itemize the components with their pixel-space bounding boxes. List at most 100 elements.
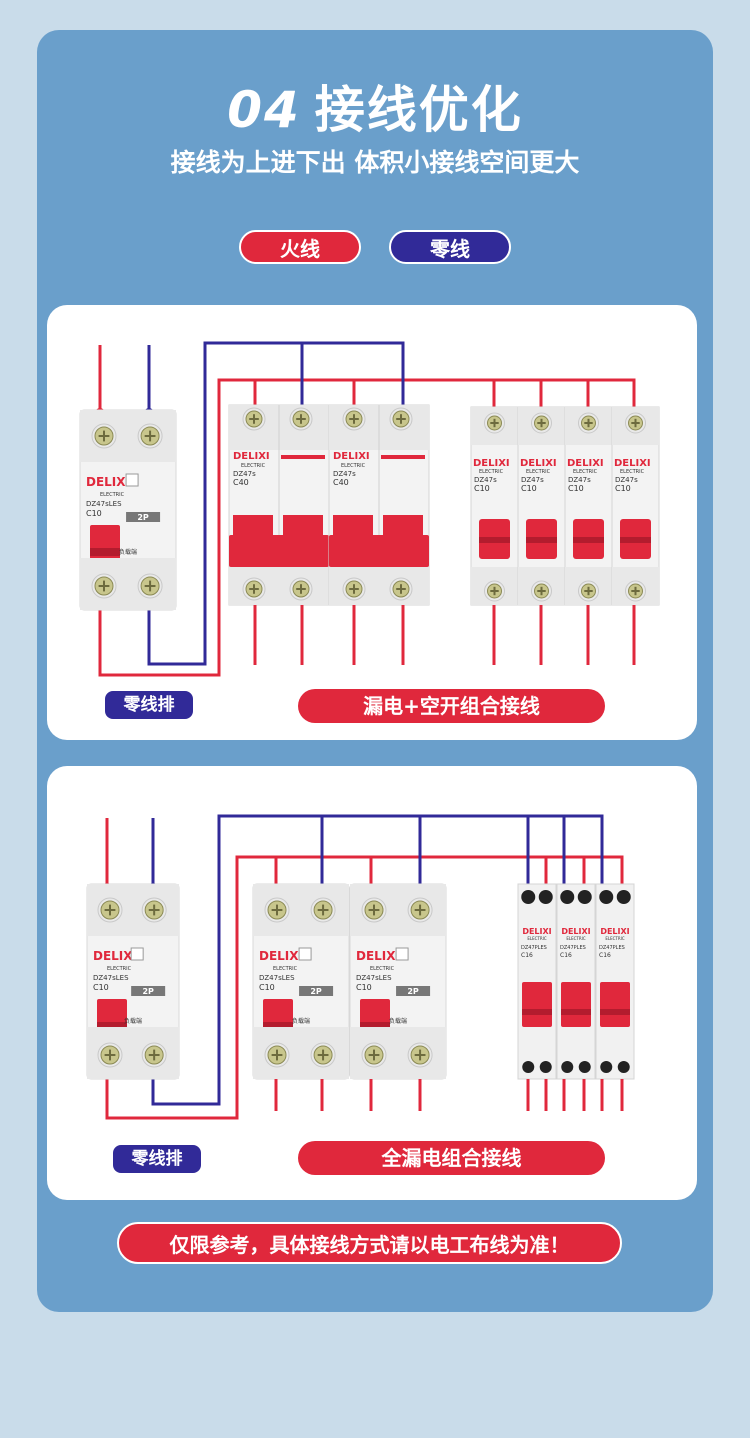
rcbo-cert-mark xyxy=(125,473,139,487)
rcbo-brand-sub: ELECTRIC xyxy=(107,966,132,972)
rcbo-brand: DELIXI xyxy=(86,475,130,489)
slim-rcbo-0-handle xyxy=(522,982,552,1027)
rcbo-brand-sub: ELECTRIC xyxy=(100,492,125,498)
rcbo-c-handle-ridge xyxy=(360,1022,390,1030)
mcb-1p-2-brand: DELIXI xyxy=(567,458,604,469)
mcb-1p-1-brand: DELIXI xyxy=(520,458,557,469)
section-number: 04 xyxy=(227,81,301,139)
section-subtitle: 接线为上进下出 体积小接线空间更大 xyxy=(170,148,580,177)
mcb-1p-3-model: DZ47s xyxy=(615,476,638,484)
rcbo-model: DZ47sLES xyxy=(86,500,122,508)
mcb-1p-0-brand: DELIXI xyxy=(473,458,510,469)
live-bus-wire xyxy=(98,378,636,677)
rcbo-bottom-label: 负载端 xyxy=(124,1017,142,1025)
legend-live-wire: 火线 xyxy=(239,230,361,264)
mcb-1p-3-brand: DELIXI xyxy=(614,458,651,469)
mcb-1p-3-rating: C10 xyxy=(615,484,631,493)
rcbo-poles: 2P xyxy=(142,987,154,996)
live-bus-wire xyxy=(105,855,624,1120)
rcbo-b-handle-ridge xyxy=(263,1022,293,1030)
slim-rcbo-2-handle xyxy=(600,982,630,1027)
neutral-bar-label: 零线排 xyxy=(113,1145,201,1173)
rcbo-b-brand: DELIXI xyxy=(259,949,303,963)
slim-rcbo-0-term-out-l xyxy=(522,1061,535,1073)
legend-neutral-wire: 零线 xyxy=(389,230,511,264)
slim-rcbo-0-rating: C16 xyxy=(521,952,533,959)
mcb-1p-2-brand-sub: ELECTRIC xyxy=(573,469,598,475)
slim-rcbo-1-body xyxy=(556,883,596,1080)
mcb-1p-0-handle-ridge xyxy=(479,537,510,543)
rcbo-c-pole-badge xyxy=(396,986,431,996)
slim-rcbo-1-term-in-n xyxy=(577,890,592,904)
mcb-2p-a-handle-2 xyxy=(283,515,323,543)
rcbo-b-rating: C10 xyxy=(259,983,275,992)
rcbo-rating: C10 xyxy=(86,509,102,518)
slim-rcbo-2-rating: C16 xyxy=(599,952,611,959)
slim-rcbo-2-term-in-l xyxy=(599,890,614,904)
mcb-1p-0-rating: C10 xyxy=(474,484,490,493)
rcbo-rating: C10 xyxy=(93,983,109,992)
mcb-1p-1-brand-sub: ELECTRIC xyxy=(526,469,551,475)
slim-rcbo-0-term-in-n xyxy=(538,890,553,904)
mcb-2p-b-stripe xyxy=(381,455,425,459)
slim-rcbo-0-handle-ridge xyxy=(522,1009,552,1015)
mcb-2p-b-brand-sub: ELECTRIC xyxy=(341,463,366,469)
neutral-bus-wire xyxy=(151,814,604,1106)
rcbo-handle-ridge xyxy=(90,548,120,556)
rcbo-c-brand: DELIXI xyxy=(356,949,400,963)
mcb-1p-1-handle-ridge xyxy=(526,537,557,543)
slim-rcbo-1-handle-ridge xyxy=(561,1009,591,1015)
slim-rcbo-0-term-out-n xyxy=(539,1061,552,1073)
rcbo-c-model: DZ47sLES xyxy=(356,974,392,982)
mcb-1p-3-brand-sub: ELECTRIC xyxy=(620,469,645,475)
mcb-2p-b-model: DZ47s xyxy=(333,470,356,478)
slim-rcbo-2-model: DZ47PLES xyxy=(599,945,625,951)
section-title-text: 接线优化 xyxy=(314,81,523,139)
mcb-1p-2-model: DZ47s xyxy=(568,476,591,484)
mcb-1p-0-brand-sub: ELECTRIC xyxy=(479,469,504,475)
rcbo-poles: 2P xyxy=(137,513,149,522)
slim-rcbo-1-rating: C16 xyxy=(560,952,572,959)
slim-rcbo-2-term-out-n xyxy=(617,1061,630,1073)
rcbo-b-poles: 2P xyxy=(310,987,322,996)
mcb-2p-a-stripe xyxy=(281,455,325,459)
mcb-1p-0-model: DZ47s xyxy=(474,476,497,484)
rcbo-bottom-label: 负载端 xyxy=(119,548,137,556)
rcbo-b-model: DZ47sLES xyxy=(259,974,295,982)
slim-rcbo-1-term-in-l xyxy=(560,890,575,904)
slim-rcbo-0-brand: DELIXI xyxy=(522,927,551,936)
mcb-1p-3-handle-ridge xyxy=(620,537,651,543)
neutral-bar-label: 零线排 xyxy=(105,691,193,719)
rcbo-c-cert-mark xyxy=(395,947,409,961)
slim-rcbo-1-model: DZ47PLES xyxy=(560,945,586,951)
mcb-2p-a-brand-sub: ELECTRIC xyxy=(241,463,266,469)
rcbo-cert-mark xyxy=(130,947,144,961)
rcbo-handle-ridge xyxy=(97,1022,127,1030)
mcb-2p-a-rating: C40 xyxy=(233,478,249,487)
rcbo-b-brand-sub: ELECTRIC xyxy=(273,966,298,972)
diagram-caption: 漏电+空开组合接线 xyxy=(298,689,605,723)
slim-rcbo-0-model: DZ47PLES xyxy=(521,945,547,951)
slim-rcbo-2-brand: DELIXI xyxy=(600,927,629,936)
slim-rcbo-2-term-out-l xyxy=(600,1061,613,1073)
rcbo-c-bottom-label: 负载端 xyxy=(389,1017,407,1025)
slim-rcbo-1-brand: DELIXI xyxy=(561,927,590,936)
slim-rcbo-2-term-in-n xyxy=(616,890,631,904)
slim-rcbo-0-term-in-l xyxy=(521,890,536,904)
rcbo-brand: DELIXI xyxy=(93,949,137,963)
neutral-bus-wire xyxy=(147,341,405,666)
slim-rcbo-0-body xyxy=(517,883,557,1080)
mcb-1p-1-rating: C10 xyxy=(521,484,537,493)
diagram-caption: 全漏电组合接线 xyxy=(298,1141,605,1175)
slim-rcbo-0-brand-sub: ELECTRIC xyxy=(527,936,546,941)
mcb-2p-b-handle-2 xyxy=(383,515,423,543)
slim-rcbo-1-handle xyxy=(561,982,591,1027)
slim-rcbo-1-brand-sub: ELECTRIC xyxy=(566,936,585,941)
rcbo-b-bottom-label: 负载端 xyxy=(292,1017,310,1025)
rcbo-c-poles: 2P xyxy=(407,987,419,996)
